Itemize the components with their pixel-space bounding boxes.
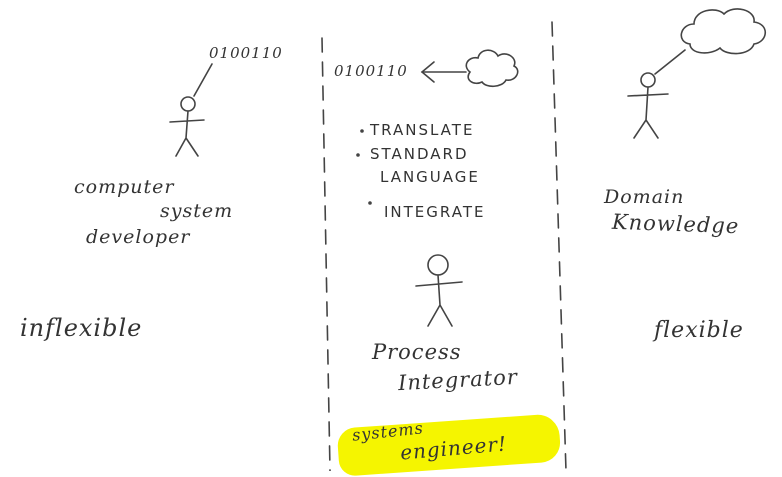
binary-text-left: 0100110 <box>209 44 283 62</box>
role-label-left-3: developer <box>86 226 191 248</box>
trait-label-left: inflexible <box>20 314 143 342</box>
role-label-right-2: Knowledge <box>611 209 740 239</box>
task-bullets <box>356 129 372 205</box>
task-language: LANGUAGE <box>380 168 480 186</box>
task-standard: STANDARD <box>370 145 469 163</box>
role-label-middle-1: Process <box>372 340 462 364</box>
cloud-icon <box>680 8 767 55</box>
role-label-right-1: Domain <box>604 186 685 208</box>
task-translate: TRANSLATE <box>370 121 475 139</box>
thought-line <box>654 49 686 75</box>
thought-line <box>193 63 213 97</box>
trait-label-right: flexible <box>654 318 744 343</box>
left-divider <box>321 37 331 471</box>
cloud-icon <box>465 49 519 88</box>
task-integrate: INTEGRATE <box>384 203 486 221</box>
stick-figure-icon <box>169 96 205 157</box>
stick-figure-icon <box>415 254 463 327</box>
stick-figure-icon <box>627 72 669 139</box>
arrow-left-icon <box>420 61 467 83</box>
binary-text-middle: 0100110 <box>334 62 408 80</box>
right-divider <box>551 21 567 471</box>
role-label-left-2: system <box>160 200 234 222</box>
role-label-left-1: computer <box>74 176 175 198</box>
